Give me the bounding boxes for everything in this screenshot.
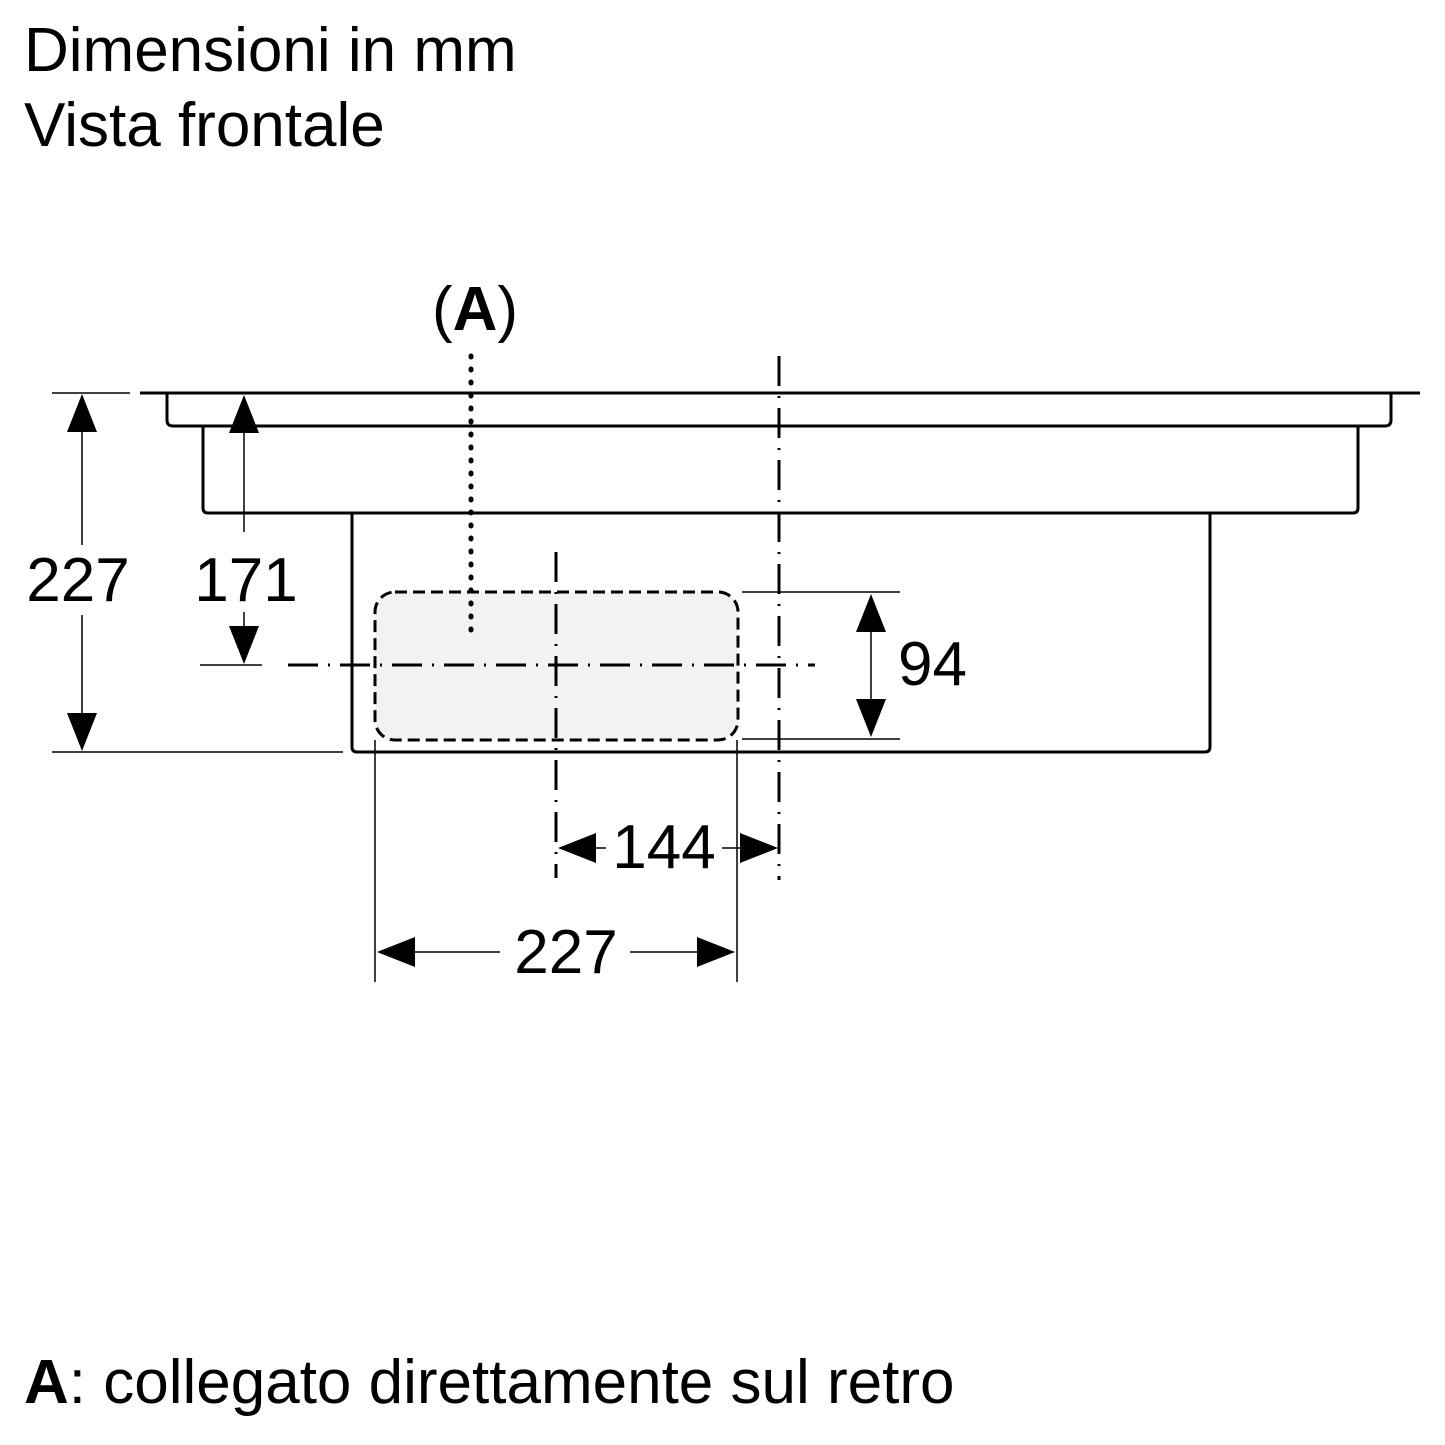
- legend: A: collegato direttamente sul retro: [24, 1352, 954, 1414]
- callout-letter: A: [453, 275, 498, 344]
- extension-lines: [52, 392, 900, 982]
- dimension-label-offset-width: 144: [612, 813, 715, 882]
- dimension-total-height: 227: [26, 394, 130, 751]
- lower-housing: [350, 513, 1212, 754]
- dimension-label-axis-height: 171: [194, 546, 297, 615]
- callout-paren-open: (: [432, 275, 453, 344]
- dimension-connector-height: 94: [856, 594, 967, 737]
- dimension-offset-width: 144: [558, 813, 778, 882]
- title-dimensions: Dimensioni in mm: [24, 16, 517, 85]
- dimension-label-connector-width: 227: [514, 918, 617, 987]
- dimension-axis-height: 171: [194, 395, 298, 664]
- legend-key: A: [24, 1348, 69, 1417]
- legend-text: : collegato direttamente sul retro: [68, 1348, 955, 1417]
- callout-paren-close: ): [497, 275, 518, 344]
- title-view: Vista frontale: [24, 91, 385, 160]
- callout-label: (A): [432, 275, 518, 344]
- dimension-label-connector-height: 94: [898, 630, 967, 699]
- dimension-connector-width: 227: [377, 918, 735, 987]
- dimension-label-total-height: 227: [26, 546, 129, 615]
